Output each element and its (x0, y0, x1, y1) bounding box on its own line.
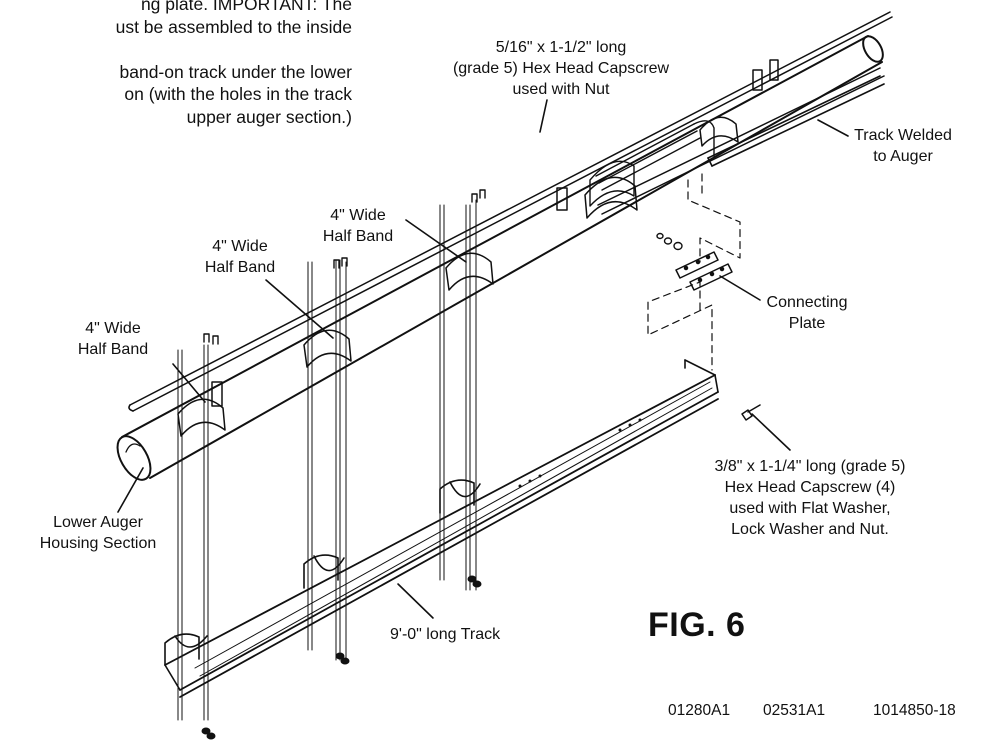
label-half-band-1: 4" Wide Half Band (63, 318, 163, 360)
nuts (201, 575, 482, 740)
label-line: Housing Section (39, 535, 157, 552)
bolt-guide-lines (177, 199, 477, 721)
label-line: 4" Wide (212, 238, 268, 255)
label-line: Half Band (322, 228, 394, 245)
label-track-welded: Track Welded to Auger (838, 125, 968, 167)
label-line: (grade 5) Hex Head Capscrew (452, 60, 670, 77)
label-half-band-2: 4" Wide Half Band (190, 236, 290, 278)
leader-lines (117, 99, 849, 619)
label-track-9ft: 9'-0" long Track (390, 626, 501, 643)
label-line: Plate (788, 315, 826, 332)
label-line: 3/8" x 1-1/4" long (grade 5) (714, 458, 906, 475)
label-line: Half Band (204, 259, 276, 276)
part-code: 02531A1 (763, 702, 826, 719)
intro-paragraph: ng plate. IMPORTANT: The ust be assemble… (0, 0, 352, 128)
label-line: 4" Wide (85, 320, 141, 337)
part-code: 01280A1 (668, 702, 731, 719)
lower-track (164, 359, 719, 698)
label-line: Half Band (77, 341, 149, 358)
connecting-plate-part (675, 251, 733, 291)
label-line: used with Flat Washer, (729, 500, 891, 517)
welded-track (597, 67, 885, 215)
intro-line: ng plate. IMPORTANT: The (140, 0, 352, 14)
label-capscrew-516: 5/16" x 1-1/2" long (grade 5) Hex Head C… (398, 37, 724, 100)
intro-line: on (with the holes in the track (124, 84, 352, 104)
part-code: 1014850-18 (873, 702, 956, 719)
label-half-band-3: 4" Wide Half Band (308, 205, 408, 247)
label-line: Lock Washer and Nut. (731, 521, 889, 538)
label-line: 4" Wide (330, 207, 386, 224)
label-line: Connecting (766, 294, 848, 311)
label-lower-auger: Lower Auger Housing Section (18, 512, 178, 554)
label-line: Track Welded (854, 127, 952, 144)
intro-line: ust be assembled to the inside (115, 16, 352, 37)
bolt-heads (203, 189, 486, 345)
intro-line: upper auger section.) (186, 106, 352, 127)
intro-line: band-on track under the lower (119, 61, 353, 82)
auger-housing-tube (116, 35, 884, 481)
tube-splice-collar (589, 120, 715, 207)
track-holes (518, 418, 642, 488)
dashed-assembly-path (647, 173, 741, 371)
label-line: used with Nut (512, 81, 610, 98)
label-line: Lower Auger (53, 514, 143, 531)
label-line: to Auger (873, 148, 933, 165)
label-line: 5/16" x 1-1/2" long (495, 39, 627, 56)
label-capscrew-38: 3/8" x 1-1/4" long (grade 5) Hex Head Ca… (660, 456, 960, 540)
figure-title: FIG. 6 (648, 606, 746, 644)
washer-and-nut (656, 232, 683, 251)
label-line: Hex Head Capscrew (4) (724, 479, 896, 496)
label-connecting-plate: Connecting Plate (752, 292, 862, 334)
rod-clamps (211, 59, 779, 407)
spout-rod (128, 11, 893, 412)
capscrew-38 (741, 404, 761, 421)
